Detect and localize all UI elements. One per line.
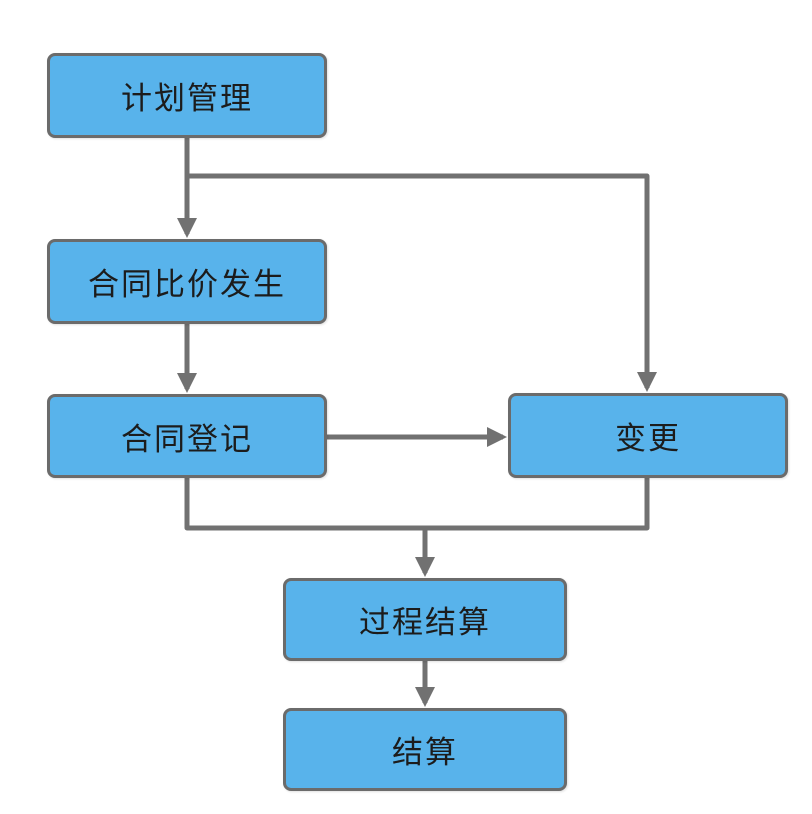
node-contract-price-comparison-label: 合同比价发生 (88, 267, 286, 302)
node-process-settlement: 过程结算 (283, 578, 567, 661)
node-plan-management-label: 计划管理 (121, 81, 253, 116)
node-contract-registration: 合同登记 (47, 394, 327, 478)
node-change: 变更 (508, 393, 788, 478)
node-settlement: 结算 (283, 708, 567, 791)
node-contract-registration-label: 合同登记 (121, 421, 253, 457)
node-plan-management: 计划管理 (47, 53, 327, 138)
node-change-label: 变更 (615, 421, 681, 456)
edge-plan-to-change (187, 173, 657, 392)
node-process-settlement-label: 过程结算 (359, 605, 491, 640)
node-contract-price-comparison: 合同比价发生 (47, 239, 327, 324)
edge-merge-rail (184, 477, 650, 531)
node-settlement-label: 结算 (392, 735, 458, 770)
